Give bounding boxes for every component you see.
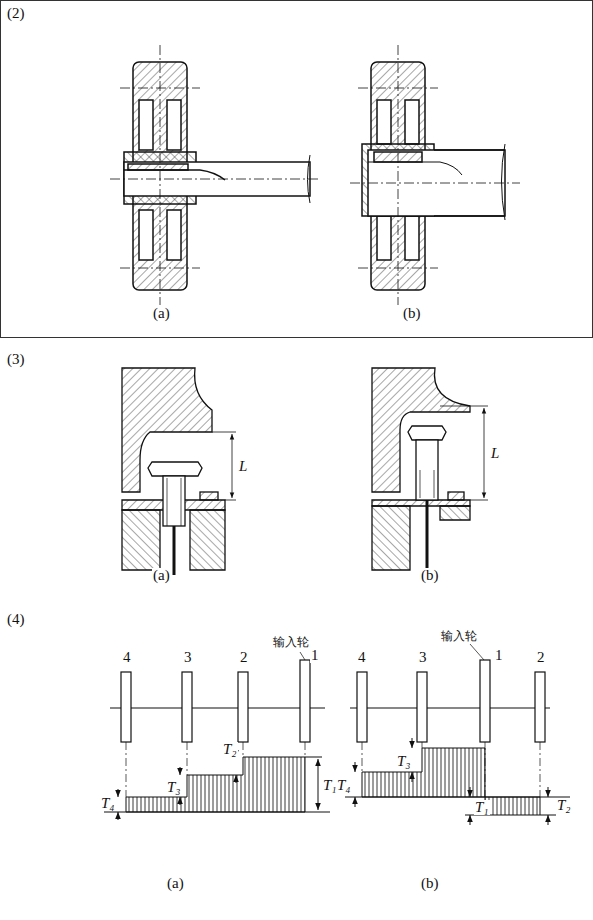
centerlines-a xyxy=(110,45,320,305)
dim-a xyxy=(212,432,236,500)
section-number: (4) xyxy=(6,612,26,627)
torque-a xyxy=(104,742,330,820)
wheel-number: 3 xyxy=(418,650,428,665)
wheel-number: 2 xyxy=(239,650,249,665)
part-name: 输入轮 xyxy=(440,630,478,642)
view-label: (a) xyxy=(152,306,171,321)
gear-a xyxy=(124,62,310,290)
torque-b xyxy=(345,738,570,825)
dim-b xyxy=(440,406,488,500)
torque-label: T₃ xyxy=(396,754,412,769)
wheel-number: 1 xyxy=(494,648,504,663)
section-number: (3) xyxy=(6,352,26,367)
view-label: (b) xyxy=(420,876,440,891)
bolt-b xyxy=(372,368,470,575)
centerlines-b xyxy=(350,45,520,305)
torque-label: T₃ xyxy=(166,780,182,795)
torque-label: T₁ xyxy=(474,800,490,815)
projection-b xyxy=(362,742,540,797)
wheel-number: 2 xyxy=(536,650,546,665)
section-number: (2) xyxy=(6,6,26,21)
part-name: 输入轮 xyxy=(272,636,310,648)
gear-b xyxy=(362,62,505,290)
view-label: (b) xyxy=(420,568,440,583)
view-label: (a) xyxy=(166,876,185,891)
dimension-label: L xyxy=(490,446,500,461)
torque-label: T₂ xyxy=(556,798,572,813)
wheel-number: 1 xyxy=(310,648,320,663)
view-label: (a) xyxy=(152,568,171,583)
shaft-a xyxy=(110,660,325,742)
leaders xyxy=(300,644,484,660)
torque-label: T₂ xyxy=(222,742,238,757)
wheel-number: 3 xyxy=(183,650,193,665)
frame xyxy=(1,1,593,338)
wheel-number: 4 xyxy=(122,650,132,665)
shaft-b xyxy=(350,660,550,742)
torque-label: T₄ xyxy=(336,778,352,793)
view-label: (b) xyxy=(402,306,422,321)
bolt-a xyxy=(122,368,225,575)
torque-label: T₄ xyxy=(100,796,116,811)
wheel-number: 4 xyxy=(357,650,367,665)
dimension-label: L xyxy=(238,459,248,474)
